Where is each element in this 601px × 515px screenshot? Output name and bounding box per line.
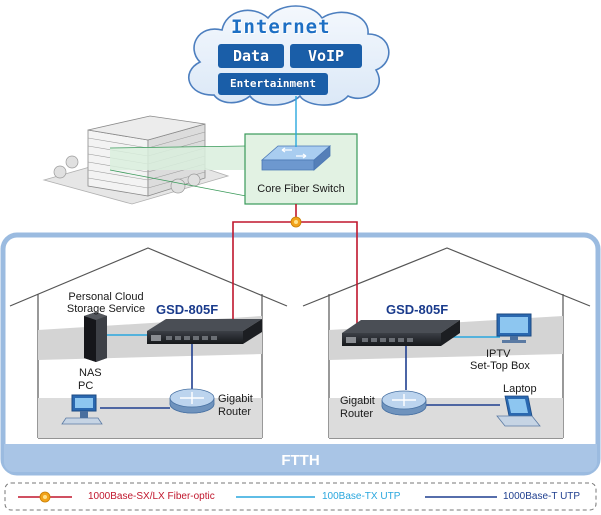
cloud-tag-data: Data	[232, 47, 270, 65]
legend-100base-label: 100Base-TX UTP	[322, 491, 401, 502]
left-router-label-line1: Gigabit	[218, 393, 253, 405]
right-router-label-line1: Gigabit	[340, 395, 375, 407]
left-gsd-805f-switch	[147, 319, 262, 344]
iptv-label-line2: Set-Top Box	[470, 360, 530, 372]
core-switch-icon	[260, 145, 332, 171]
ftth-band-top	[4, 444, 597, 456]
core-switch-label: Core Fiber Switch	[257, 183, 345, 195]
right-gigabit-router-icon	[381, 390, 427, 416]
ftth-label: FTTH	[281, 452, 320, 469]
right-router-label-line2: Router	[340, 408, 374, 420]
cloud-title: Internet	[231, 16, 331, 38]
cloud-tag-box-entertainment	[218, 73, 328, 95]
cloud-tag-box-data	[218, 44, 284, 68]
pc-icon	[61, 394, 103, 425]
laptop-icon	[496, 395, 541, 427]
core-switch-beam	[110, 146, 246, 170]
right-device-model: GSD-805F	[386, 302, 449, 317]
left-router-label-line2: Router	[218, 406, 252, 418]
nas-label: NAS	[79, 367, 102, 379]
internet-cloud	[188, 5, 390, 106]
iptv-set-top-box-icon	[496, 313, 532, 343]
legend-fiber-connector-icon	[39, 491, 51, 503]
fiber-link-right	[296, 221, 358, 324]
fiber-connector-icon	[290, 216, 302, 228]
tree-icon	[53, 165, 67, 179]
cloud-tag-entertainment: Entertainment	[229, 77, 317, 90]
tree-icon	[65, 155, 79, 169]
tree-icon	[187, 173, 201, 187]
personal-cloud-label-line2: Storage Service	[66, 303, 146, 315]
pc-label: PC	[78, 380, 94, 392]
right-house-roof	[302, 247, 591, 307]
core-switch-beam-edge	[109, 169, 247, 197]
core-switch-beam-edge	[109, 145, 247, 149]
tree-icon	[170, 178, 186, 194]
personal-cloud-label-line1: Personal Cloud	[68, 291, 144, 303]
left-house-roof	[9, 247, 288, 307]
iptv-label-line1: IPTV	[486, 348, 511, 360]
right-gsd-805f-switch	[342, 320, 460, 346]
left-utp-links	[100, 334, 193, 409]
fiber-link-left	[232, 221, 296, 322]
left-gigabit-router-icon	[169, 388, 215, 414]
laptop-label: Laptop	[503, 383, 537, 395]
legend-1000base-label: 1000Base-T UTP	[503, 491, 581, 502]
building-roof	[87, 115, 206, 141]
left-device-model: GSD-805F	[156, 302, 219, 317]
nas-icon	[84, 312, 107, 362]
cloud-tag-voip: VoIP	[307, 47, 345, 65]
cloud-tag-box-voip	[290, 44, 362, 68]
legend-fiber-label: 1000Base-SX/LX Fiber-optic	[88, 491, 215, 502]
